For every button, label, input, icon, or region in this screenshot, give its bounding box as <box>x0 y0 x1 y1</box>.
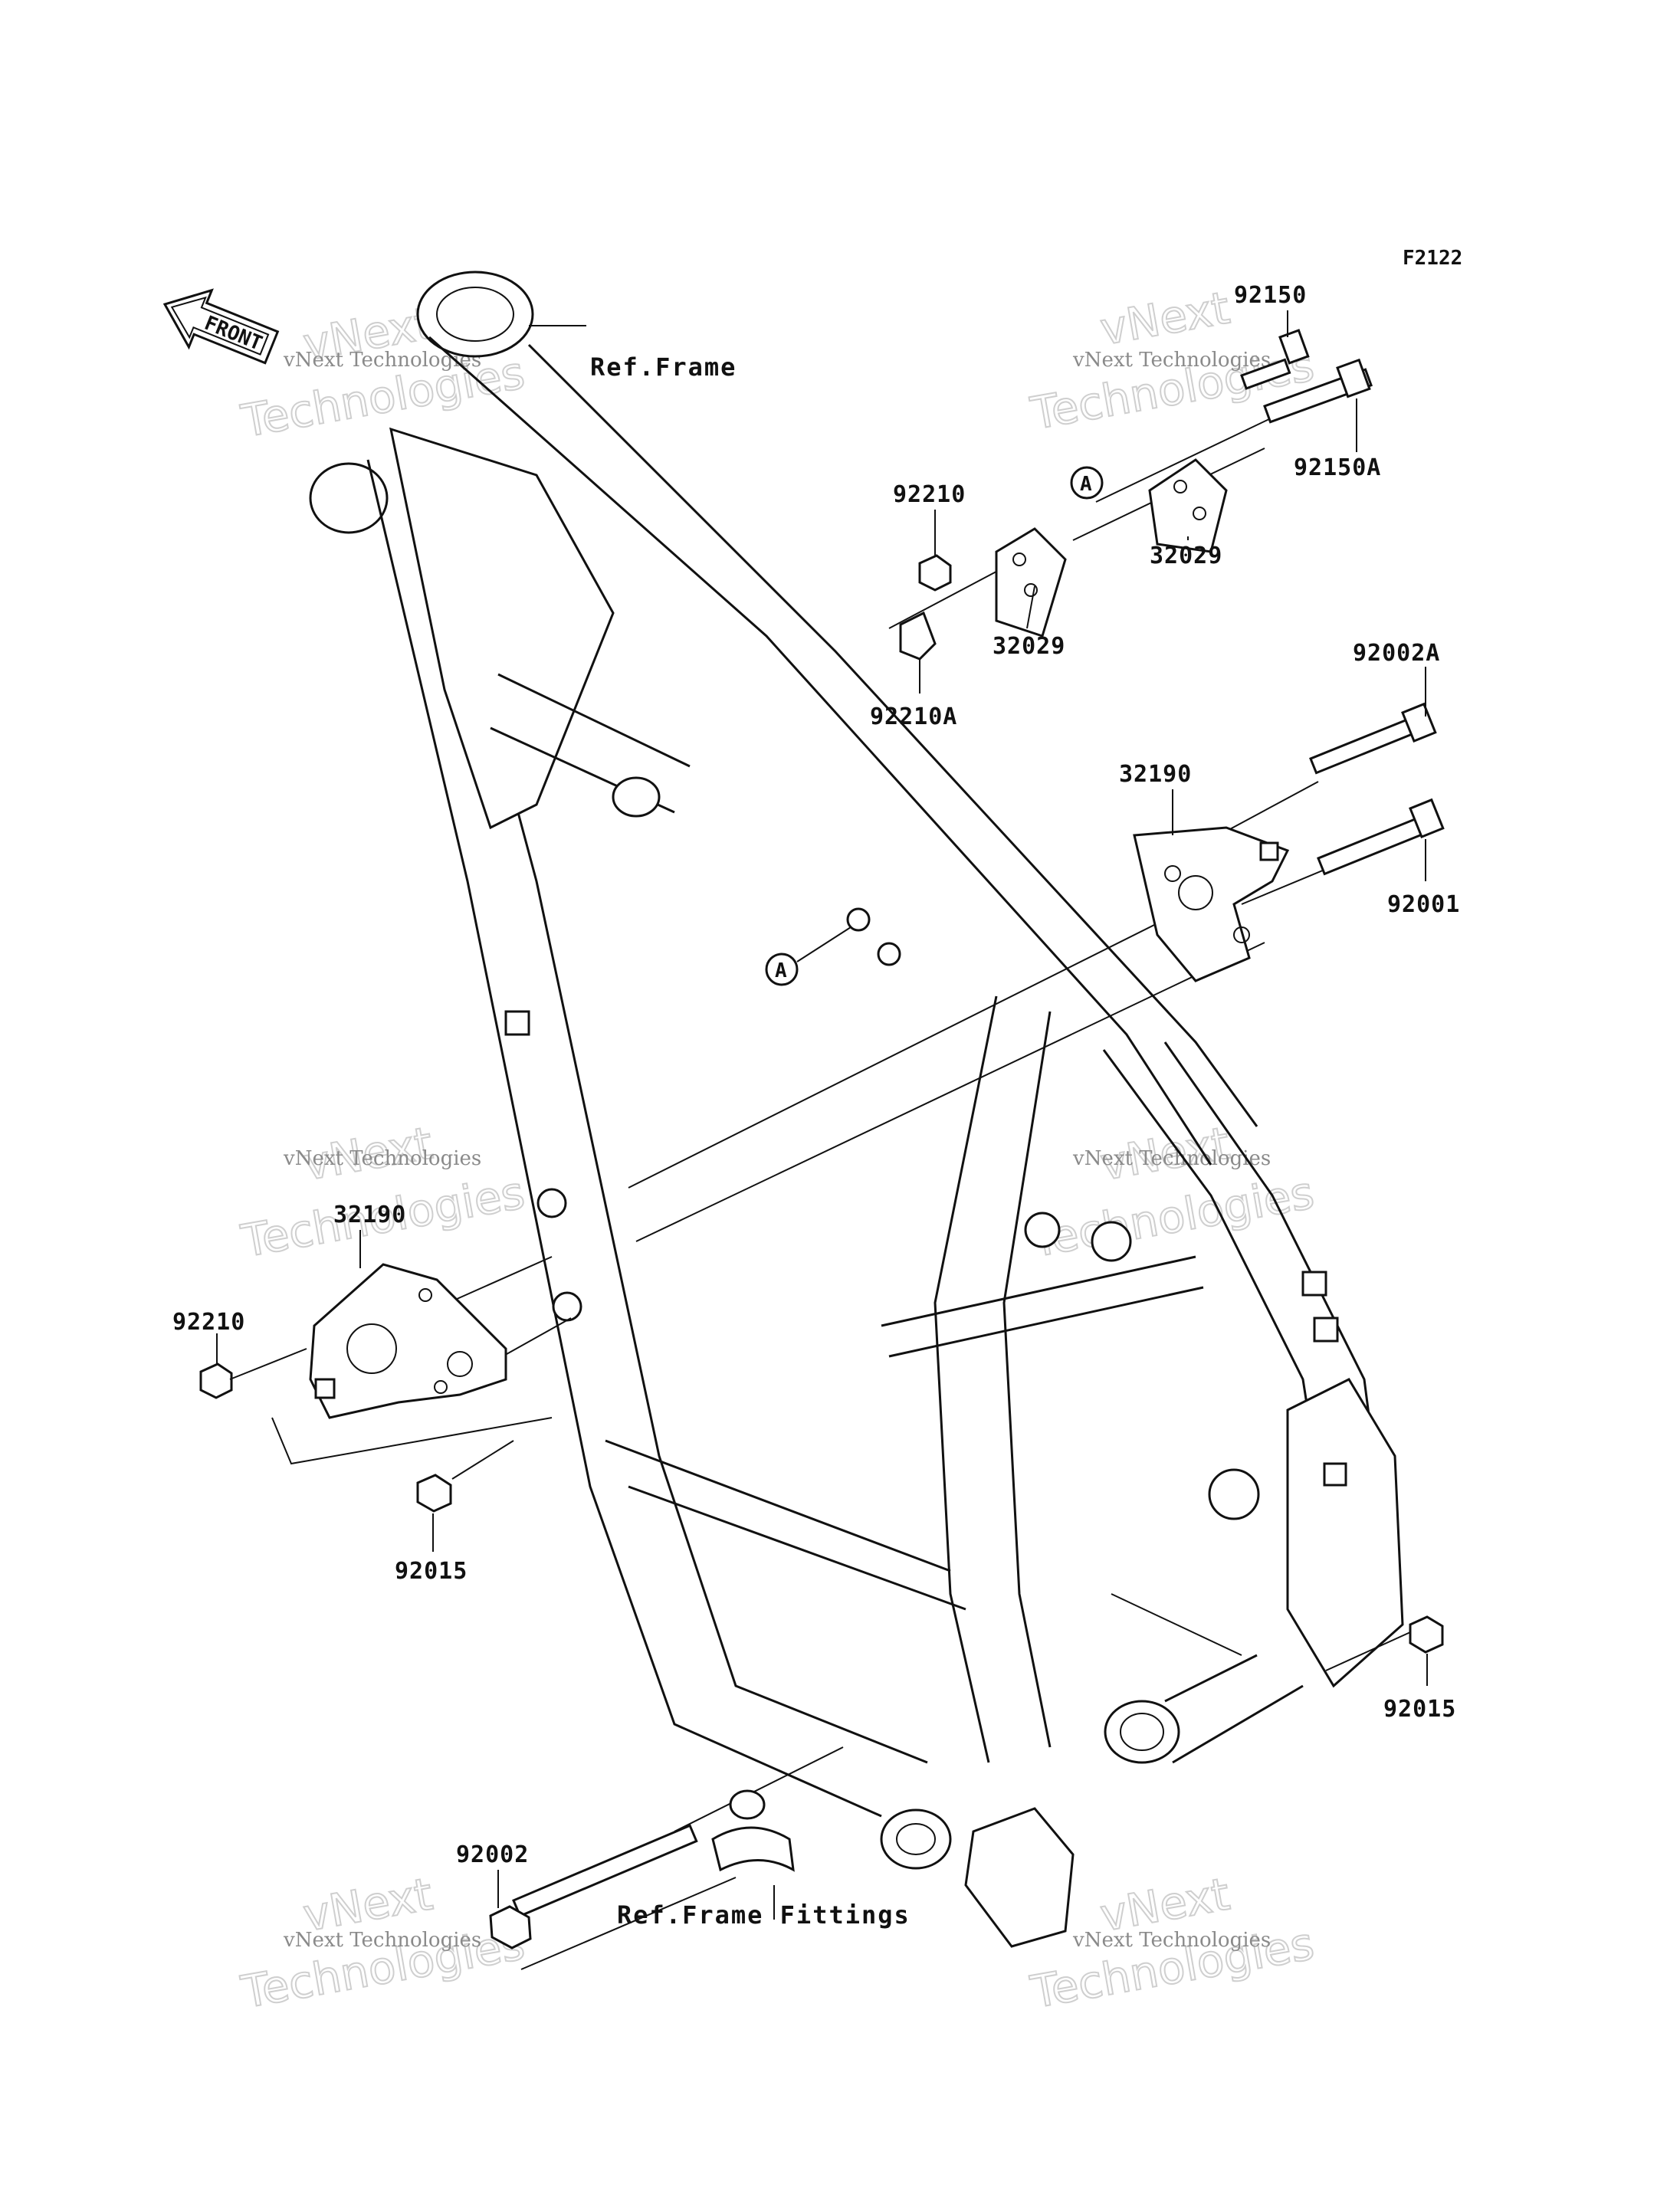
part-label-32190-right: 32190 <box>1119 761 1192 788</box>
watermark-text: vNext Technologies <box>1072 349 1271 372</box>
nut-92210-left <box>199 1362 233 1399</box>
bolt-92001 <box>1317 798 1445 876</box>
watermark-text: vNext Technologies <box>1072 1147 1271 1170</box>
part-label-92015-left: 92015 <box>395 1558 468 1585</box>
washer-92210A <box>899 611 937 661</box>
part-label-92150: 92150 <box>1234 282 1307 309</box>
watermark-big-text: vNext <box>1097 281 1234 355</box>
part-label-32029-right: 32029 <box>1150 543 1222 569</box>
watermark-text: vNext Technologies <box>283 1147 481 1170</box>
watermark-big-text: Technologies <box>1027 1166 1318 1267</box>
plate-32029-right <box>1148 458 1228 553</box>
steering-head-lower <box>309 462 389 534</box>
part-label-92002A: 92002A <box>1353 640 1440 667</box>
ref-frame-label: Ref.Frame <box>590 353 737 382</box>
svg-text:A: A <box>775 959 787 982</box>
nut-92210-top <box>918 554 952 592</box>
part-label-92002: 92002 <box>456 1841 529 1868</box>
diagram-code: F2122 <box>1403 247 1462 270</box>
watermark-text: vNext Technologies <box>283 1929 481 1952</box>
label-leaders <box>216 310 1428 1908</box>
plate-32029-left <box>995 527 1067 638</box>
part-label-92150A: 92150A <box>1294 454 1381 481</box>
part-label-92210-top: 92210 <box>893 481 966 508</box>
nut-92015-left <box>416 1474 452 1513</box>
part-label-92210A: 92210A <box>870 703 957 730</box>
bolt-92150 <box>1240 358 1291 390</box>
part-label-92001: 92001 <box>1387 891 1460 918</box>
watermark-text: vNext Technologies <box>1072 1929 1271 1952</box>
top-right-assembly <box>899 329 1373 661</box>
frame-outline <box>309 271 1404 1948</box>
front-arrow-icon: FRONT <box>162 288 280 365</box>
marker-a-mid: A <box>765 926 851 986</box>
bracket-32190-right <box>1133 826 1290 982</box>
steering-head <box>416 271 534 358</box>
watermark-mid-right: vNext Technologies vNext Technologies <box>1026 1116 1319 1268</box>
watermark-bottom-left: vNext Technologies vNext Technologies <box>237 1867 530 2019</box>
bolt-92002A <box>1309 702 1437 775</box>
ref-frame-fittings-label: Ref.Frame Fittings <box>617 1900 911 1930</box>
svg-text:A: A <box>1080 473 1092 496</box>
part-label-32029-left: 32029 <box>993 633 1065 660</box>
part-label-32190-left: 32190 <box>333 1202 406 1228</box>
marker-a-top: A <box>1070 466 1104 500</box>
mount-axis-lines <box>413 417 1411 1970</box>
watermark-mid-left: vNext Technologies vNext Technologies <box>237 1116 530 1268</box>
part-label-92210-left: 92210 <box>172 1309 245 1336</box>
bracket-32190-left <box>309 1263 507 1419</box>
part-label-92015-right: 92015 <box>1383 1696 1456 1723</box>
nut-92015-right <box>1409 1615 1444 1654</box>
frame-fitting-collar <box>711 1789 795 1920</box>
bolt-92002 <box>489 1824 698 1949</box>
